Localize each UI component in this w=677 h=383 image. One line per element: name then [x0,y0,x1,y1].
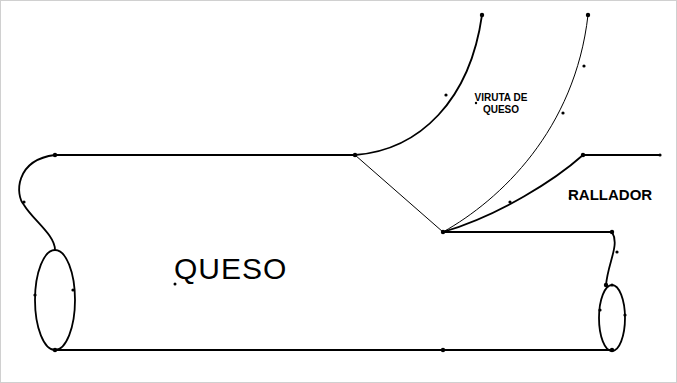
cheese-label: QUESO [174,252,324,287]
shear-plane [355,155,443,232]
cheese-left-section [35,250,75,350]
chip-inner-edge [443,15,588,232]
cheese-right-edge [443,232,615,285]
cheese-left-break [19,155,55,250]
cheese-top-edge [55,154,355,156]
cheese-right-section [599,285,625,351]
chip-outer-edge [355,15,482,155]
grater-label: RALLADOR [568,186,673,203]
cad-points [22,13,661,352]
cheese-bottom-edge [55,349,612,351]
chip-label: VIRUTA DE QUESO [474,92,528,115]
